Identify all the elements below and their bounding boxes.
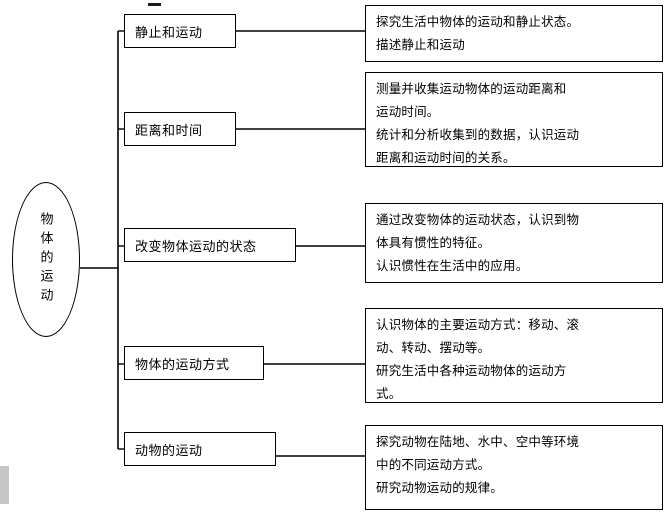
root-node-ellipse: 物体的运动 [12,182,80,337]
topic-box-3: 改变物体运动的状态 [124,228,296,262]
topic-label-4: 物体的运动方式 [135,356,230,372]
topic-box-2: 距离和时间 [124,112,236,146]
description-box-4: 认识物体的主要运动方式：移动、滚 动、转动、摆动等。 研究生活中各种运动物体的运… [365,308,663,403]
description-line: 描述静止和运动 [376,38,465,52]
topic-label-5: 动物的运动 [135,442,203,458]
topic-label-2: 距离和时间 [135,122,203,138]
topic-box-4: 物体的运动方式 [124,346,264,380]
description-line: 统计和分析收集到的数据，认识运动 [376,128,580,142]
description-line: 探究生活中物体的运动和静止状态。 [376,15,580,29]
description-box-2: 测量并收集运动物体的运动距离和 运动时间。 统计和分析收集到的数据，认识运动 距… [365,72,663,167]
description-box-1: 探究生活中物体的运动和静止状态。 描述静止和运动 [365,5,663,62]
description-line: 认识物体的主要运动方式：移动、滚 [376,318,580,332]
description-line: 中的不同运动方式。 [376,458,491,472]
description-line: 距离和运动时间的关系。 [376,151,516,165]
description-line: 测量并收集运动物体的运动距离和 [376,82,567,96]
description-line: 研究生活中各种运动物体的运动方 [376,364,567,378]
description-line: 探究动物在陆地、水中、空中等环境 [376,435,580,449]
description-line: 动、转动、摆动等。 [376,341,491,355]
topic-box-1: 静止和运动 [124,14,236,48]
description-line: 研究动物运动的规律。 [376,481,504,495]
topic-label-3: 改变物体运动的状态 [135,238,257,254]
description-line: 认识惯性在生活中的应用。 [376,259,529,273]
description-line: 式。 [376,387,402,401]
description-line: 运动时间。 [376,105,440,119]
root-node-label: 物体的运动 [38,212,54,307]
description-box-5: 探究动物在陆地、水中、空中等环境 中的不同运动方式。 研究动物运动的规律。 [365,425,663,510]
topic-label-1: 静止和运动 [135,24,203,40]
description-line: 体具有惯性的特征。 [376,236,491,250]
topic-box-5: 动物的运动 [124,432,276,466]
top-edge-mark [148,3,161,6]
description-box-3: 通过改变物体的运动状态，认识到物 体具有惯性的特征。 认识惯性在生活中的应用。 [365,203,663,283]
left-edge-gray-mark [0,466,9,504]
description-line: 通过改变物体的运动状态，认识到物 [376,213,580,227]
